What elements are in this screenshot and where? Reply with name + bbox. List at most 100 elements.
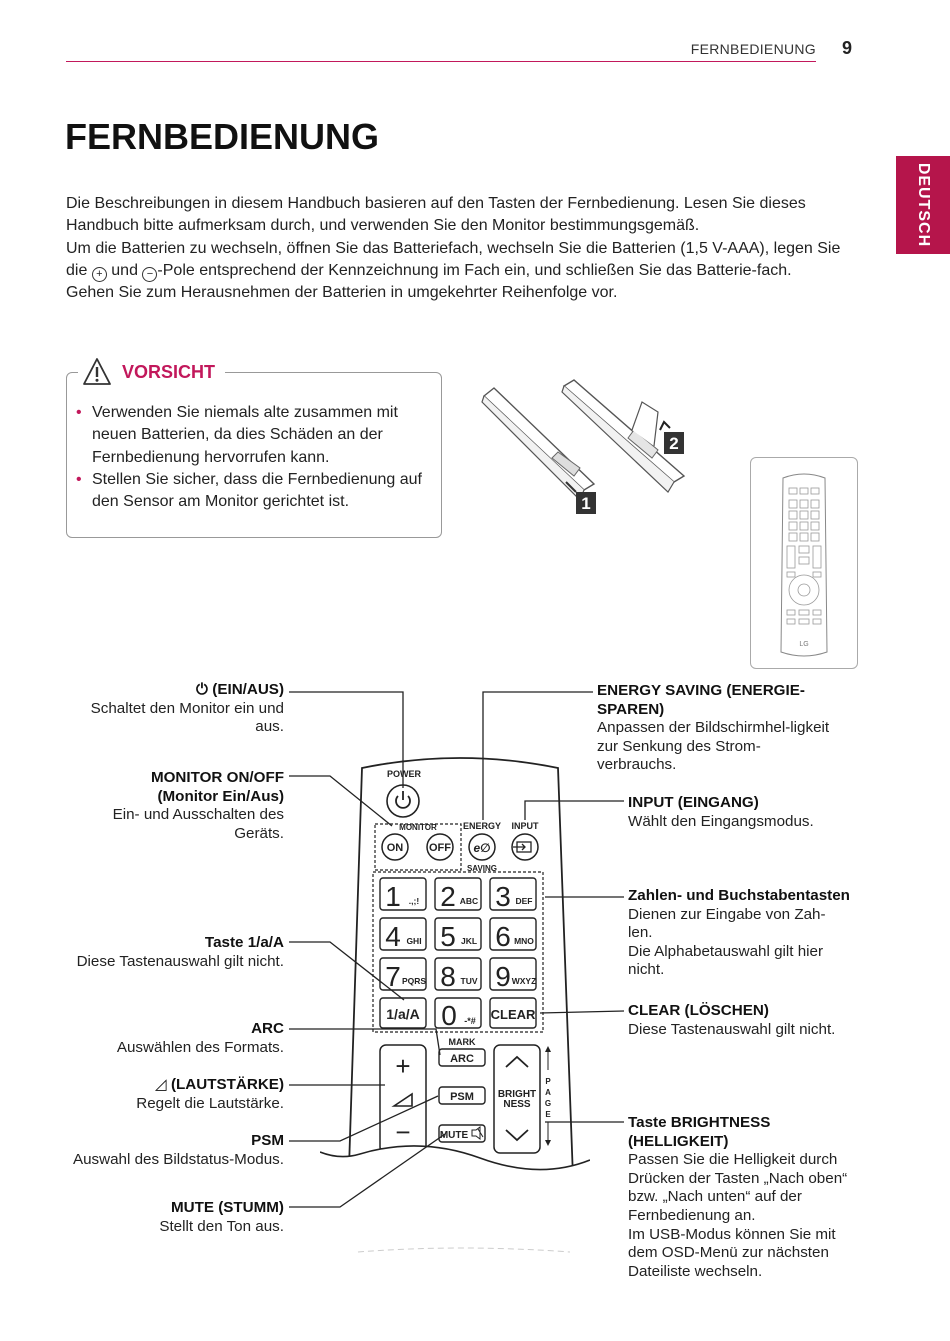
remote-bright-label-1: BRIGHT <box>498 1089 536 1100</box>
caution-item: Stellen Sie sicher, dass die Fernbedienu… <box>74 469 424 514</box>
remote-number-key <box>489 957 537 991</box>
label-arc-desc: Auswählen des Formats. <box>116 1038 284 1056</box>
page-number: 9 <box>842 38 853 58</box>
mute-speaker-icon <box>471 1126 484 1140</box>
remote-mark-label: MARK <box>449 1037 476 1047</box>
remote-input-label: INPUT <box>512 821 540 831</box>
remote-number-key <box>379 917 427 951</box>
remote-clear-button <box>489 997 537 1029</box>
plus-pole-icon: + <box>91 266 107 282</box>
label-arc-title: ARC <box>251 1020 284 1037</box>
remote-monitor-label: MONITOR <box>399 823 437 832</box>
remote-number-key-digit: 6 <box>495 921 511 952</box>
remote-number-key-letters: MNO <box>514 936 534 946</box>
label-volume-title: (LAUTSTÄRKE) <box>170 1076 284 1093</box>
language-tab: DEUTSCH <box>896 156 950 254</box>
intro-p2-a: Um die Batterien zu wechseln, öffnen Sie… <box>66 239 841 279</box>
label-power: ⏻ (EIN/AUS) Schaltet den Monitor ein und… <box>60 681 284 737</box>
remote-energy-label: ENERGY <box>463 821 501 831</box>
intro-p2-b: und <box>111 261 138 279</box>
label-monitor-title-2: (Monitor Ein/Aus) <box>157 787 284 805</box>
remote-0-button <box>434 997 482 1029</box>
remote-0-sub: -*# <box>464 1016 476 1026</box>
remote-off-label: OFF <box>429 842 451 854</box>
intro-p2-c: -Pole entsprechend der Kennzeichnung im … <box>157 261 792 279</box>
intro-paragraph-2: Um die Batterien zu wechseln, öffnen Sie… <box>66 238 856 283</box>
remote-off-button <box>426 833 454 861</box>
remote-closed-sketch <box>481 387 596 502</box>
volume-ramp-icon: ◿ <box>155 1076 167 1093</box>
step-1-label: 1 <box>581 494 590 513</box>
header-rule <box>66 61 816 62</box>
label-brightness-desc-2: Im USB-Modus können Sie mit dem OSD-Menü… <box>628 1225 836 1280</box>
remote-volume-minus: − <box>395 1117 410 1147</box>
battery-illustration: 1 2 <box>481 379 686 514</box>
remote-number-key-digit: 7 <box>385 961 401 992</box>
remote-number-key-letters: PQRS <box>402 976 426 986</box>
page-letter: A <box>545 1088 551 1097</box>
label-energy-title: ENERGY SAVING (ENERGIE-SPAREN) <box>597 682 805 718</box>
caution-list: Verwenden Sie niemals alte zusammen mit … <box>74 402 424 513</box>
label-power-desc: Schaltet den Monitor ein und aus. <box>90 699 284 736</box>
label-clear: CLEAR (LÖSCHEN) Diese Tastenauswahl gilt… <box>628 1002 868 1039</box>
remote-1aA-button <box>379 997 427 1029</box>
remote-arc-label: ARC <box>450 1053 474 1065</box>
step-2-badge <box>664 432 684 454</box>
remote-number-key-digit: 3 <box>495 881 511 912</box>
remote-number-key-letters: GHI <box>406 936 421 946</box>
remote-diagram: POWER MONITOR ON OFF ENERGY e∅ SAVING IN… <box>320 757 590 1253</box>
label-input-title: INPUT (EINGANG) <box>628 794 759 811</box>
remote-number-key-digit: 9 <box>495 961 511 992</box>
intro-text: Die Beschreibungen in diesem Handbuch ba… <box>66 193 856 304</box>
remote-number-key-digit: 1 <box>385 881 401 912</box>
remote-number-key <box>379 957 427 991</box>
remote-open-sketch <box>561 379 686 493</box>
remote-number-key-letters: JKL <box>461 936 477 946</box>
chevron-down-icon <box>505 1129 529 1142</box>
caution-header: VORSICHT <box>78 354 226 390</box>
label-monitor: MONITOR ON/OFF (Monitor Ein/Aus) Ein- un… <box>60 769 284 843</box>
label-monitor-desc: Ein- und Ausschalten des Geräts. <box>112 806 284 842</box>
label-energy: ENERGY SAVING (ENERGIE-SPAREN) Anpassen … <box>597 682 837 775</box>
remote-thumbnail: LG <box>780 473 828 657</box>
page-down-arrow-icon <box>545 1140 551 1146</box>
remote-number-key-letters: WXYZ <box>512 976 537 986</box>
step-2-label: 2 <box>669 434 678 453</box>
label-clear-title: CLEAR (LÖSCHEN) <box>628 1002 769 1019</box>
remote-number-key-digit: 5 <box>440 921 456 952</box>
label-numbers: Zahlen- und Buchstabentasten Dienen zur … <box>628 887 850 980</box>
remote-number-key <box>434 957 482 991</box>
remote-number-key <box>434 877 482 911</box>
label-clear-desc: Diese Tastenauswahl gilt nicht. <box>628 1020 836 1038</box>
remote-number-key-letters: TUV <box>461 976 478 986</box>
label-volume-desc: Regelt die Lautstärke. <box>136 1094 284 1112</box>
remote-psm-button <box>438 1086 486 1105</box>
label-energy-desc: Anpassen der Bildschirmhel-ligkeit zur S… <box>597 719 830 774</box>
label-input: INPUT (EINGANG) Wählt den Eingangsmodus. <box>628 794 868 831</box>
remote-power-label: POWER <box>387 769 422 779</box>
remote-on-label: ON <box>387 842 404 854</box>
chevron-up-icon <box>505 1055 529 1068</box>
remote-on-button <box>381 833 409 861</box>
label-key-1aA: Taste 1/a/A Diese Tastenauswahl gilt nic… <box>60 934 284 971</box>
page-letter: P <box>545 1077 551 1086</box>
intro-paragraph-3: Gehen Sie zum Herausnehmen der Batterien… <box>66 284 618 302</box>
page-up-arrow-icon <box>545 1046 551 1052</box>
label-brightness-desc-1: Passen Sie die Helligkeit durch Drücken … <box>628 1151 848 1224</box>
label-mute-title: MUTE (STUMM) <box>170 1199 284 1216</box>
caution-label: VORSICHT <box>122 361 216 382</box>
remote-psm-label: PSM <box>450 1091 474 1103</box>
remote-brightness-rocker <box>493 1044 541 1154</box>
step-1-badge <box>576 492 596 514</box>
label-volume: ◿ (LAUTSTÄRKE) Regelt die Lautstärke. <box>60 1076 284 1113</box>
volume-icon <box>391 1092 413 1107</box>
label-monitor-title-1: MONITOR ON/OFF <box>150 769 284 786</box>
page-letter: G <box>545 1099 551 1108</box>
remote-number-key-letters: DEF <box>516 896 533 906</box>
remote-1aA-label: 1/a/A <box>386 1006 419 1022</box>
label-key-1aA-title: Taste 1/a/A <box>204 934 284 951</box>
running-header: FERNBEDIENUNG <box>690 41 816 57</box>
remote-number-key-digit: 2 <box>440 881 456 912</box>
